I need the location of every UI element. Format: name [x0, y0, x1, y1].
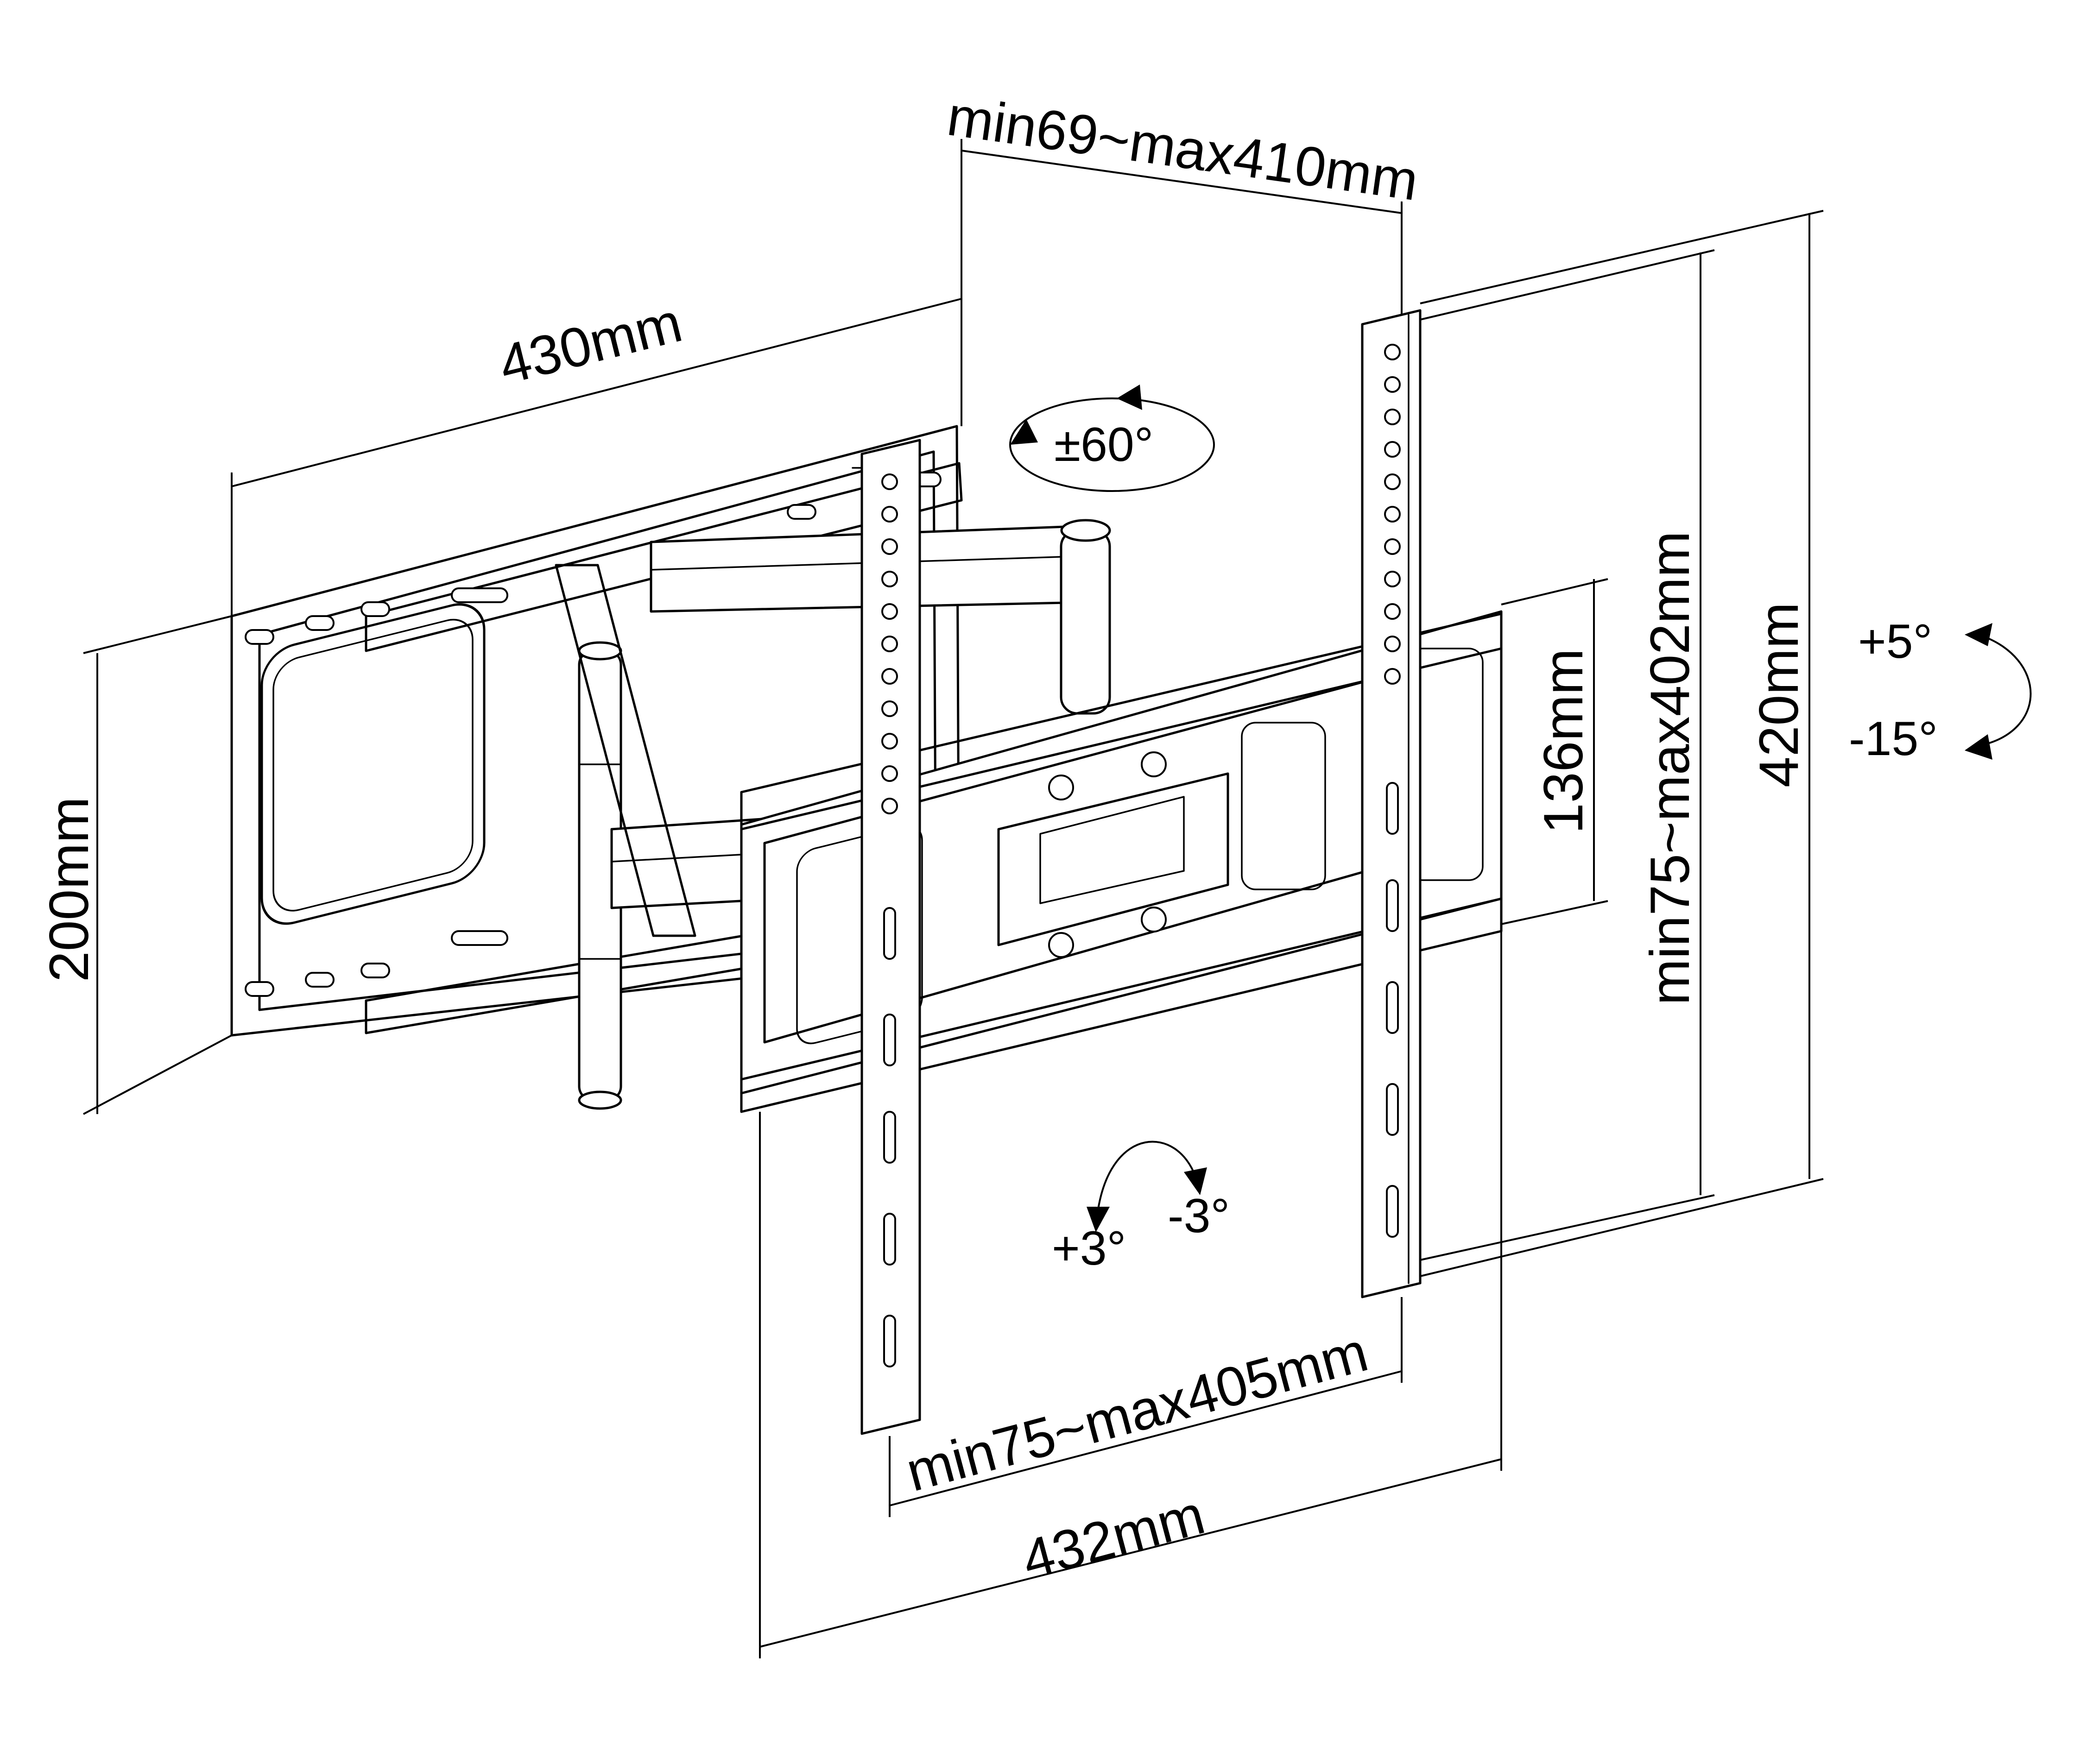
swivel-arrow-left-icon — [1010, 419, 1038, 445]
tv-bracket-height-label: 420mm — [1748, 602, 1810, 788]
dimension-lines — [83, 139, 1824, 1658]
swivel-arrow-right-icon — [1117, 384, 1142, 410]
level-minus-label: -3° — [1168, 1189, 1230, 1243]
wall-plate-slots — [245, 472, 942, 997]
tv-bracket-right — [1361, 309, 1422, 1298]
wall-plate-height-label: 200mm — [38, 797, 100, 982]
tilt-arrow-down-icon — [1965, 734, 1992, 760]
tilt-up-label: +5° — [1858, 615, 1932, 668]
bracket-holes-right — [1384, 344, 1401, 1238]
tv-bracket-left — [852, 439, 921, 1435]
tilt-indicator — [1965, 623, 2032, 760]
arm-extension-label: min69~max410mm — [943, 85, 1422, 212]
level-arrow-right-icon — [1184, 1167, 1207, 1195]
level-plus-label: +3° — [1052, 1222, 1126, 1275]
swivel-label: ±60° — [1054, 418, 1153, 472]
vesa-horizontal-label: min75~max405mm — [900, 1321, 1374, 1503]
bracket-holes-left — [881, 473, 898, 1367]
tv-plate-width-label: 432mm — [1016, 1483, 1211, 1591]
tilt-down-label: -15° — [1849, 712, 1938, 766]
center-slot — [997, 751, 1229, 958]
swivel-indicator — [1009, 384, 1215, 492]
wall-plate-width-label: 430mm — [493, 291, 688, 396]
tilt-arrow-up-icon — [1965, 623, 1992, 646]
vesa-vertical-label: min75~max402mm — [1639, 531, 1701, 1005]
tv-plate-height-label: 136mm — [1532, 649, 1594, 834]
level-indicator — [1087, 1140, 1207, 1232]
level-arrow-left-icon — [1087, 1207, 1110, 1232]
